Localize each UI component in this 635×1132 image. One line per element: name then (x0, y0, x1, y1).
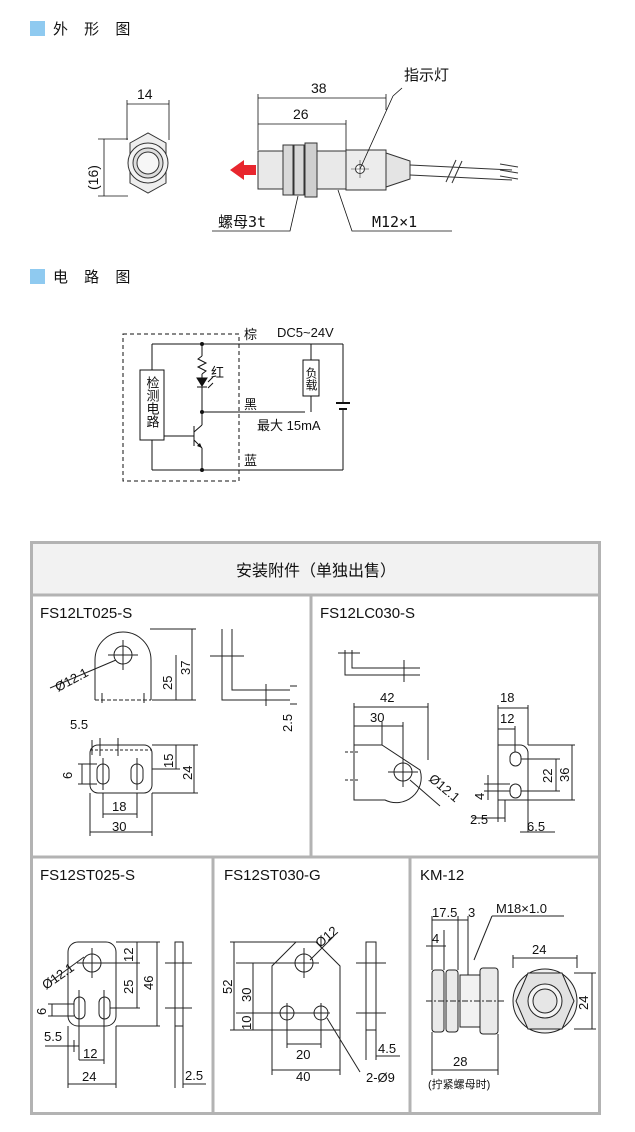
fs12st025-d8: 24 (82, 1069, 96, 1084)
fs12st025-d2: 12 (121, 948, 136, 962)
fs12lc-d5: 12 (500, 711, 514, 726)
fs12st025-d5: 6 (34, 1008, 49, 1015)
fs12st030-name: FS12ST030-G (224, 867, 321, 884)
km12-d5: 24 (532, 942, 546, 957)
fs12lc-d1: 42 (380, 690, 394, 705)
km12-name: KM-12 (420, 867, 464, 884)
fs12st030-d1: Ø12 (312, 923, 340, 950)
km12-d4: 4 (432, 931, 439, 946)
fs12lt-d2: 37 (178, 661, 193, 675)
fs12lc-d2: 30 (370, 710, 384, 725)
km12-d7: 28 (453, 1054, 467, 1069)
fs12lc-d7: 36 (557, 768, 572, 782)
fs12lc-d3: Ø12.1 (426, 771, 463, 805)
km12-d1: 17.5 (432, 905, 457, 920)
fs12lc-d4: 18 (500, 690, 514, 705)
fs12lt-d10: 30 (112, 819, 126, 834)
fs12lt-d8: 24 (180, 766, 195, 780)
fs12st030-d4: 10 (239, 1016, 254, 1030)
fs12lt-d4: 2.5 (280, 714, 295, 732)
led-red: 红 (211, 365, 224, 380)
accessories-panel (30, 541, 601, 1115)
fs12lc-d6: 22 (540, 769, 555, 783)
supply-voltage: DC5~24V (277, 325, 334, 340)
fs12lt-d7: 15 (161, 754, 176, 768)
wire-black: 黑 (244, 397, 257, 412)
fs12lc-d8: 4 (472, 793, 487, 800)
fs12st030-d3: 30 (239, 988, 254, 1002)
fs12st025-d3: 25 (121, 980, 136, 994)
outline-heading: 外 形 图 (30, 18, 136, 39)
fs12lt-d5: 5.5 (70, 717, 88, 732)
dim-total: 38 (311, 80, 327, 96)
fs12st030-d5: 20 (296, 1047, 310, 1062)
section-marker-icon (30, 269, 45, 284)
detect-label: 检测电路 (145, 376, 160, 428)
wire-blue: 蓝 (244, 453, 257, 468)
fs12st030-d8: 2-Ø9 (366, 1070, 395, 1085)
km12-d3: M18×1.0 (496, 901, 547, 916)
thread-label: M12×1 (372, 213, 417, 231)
fs12lt-name: FS12LT025-S (40, 605, 132, 622)
km12-d2: 3 (468, 905, 475, 920)
dim-thread: 26 (293, 106, 309, 122)
section-marker-icon (30, 21, 45, 36)
fs12st025-d9: 2.5 (185, 1068, 203, 1083)
fs12lt-d1: Ø12.1 (52, 665, 90, 695)
km12-d8: (拧紧螺母时) (428, 1077, 490, 1091)
fs12st025-d6: 5.5 (44, 1029, 62, 1044)
fs12st025-d1: Ø12.1 (39, 960, 77, 993)
fs12lt-d6: 6 (60, 772, 75, 779)
dim-height: (16) (85, 165, 101, 190)
indicator-label: 指示灯 (404, 67, 449, 84)
fs12st025-d4: 46 (141, 976, 156, 990)
fs12st030-d6: 40 (296, 1069, 310, 1084)
accessories-title: 安装附件（单独出售） (236, 562, 396, 580)
max-current: 最大 15mA (257, 418, 321, 433)
outline-title: 外 形 图 (53, 21, 137, 38)
fs12lc-name: FS12LC030-S (320, 605, 415, 622)
fs12st030-d2: 52 (220, 980, 235, 994)
fs12lc-d9: 2.5 (470, 812, 488, 827)
fs12lt-d3: 25 (160, 676, 175, 690)
direction-arrow-icon (230, 160, 256, 180)
wire-brown: 棕 (244, 327, 257, 342)
fs12st025-name: FS12ST025-S (40, 867, 135, 884)
fs12st030-d7: 4.5 (378, 1041, 396, 1056)
dim-width: 14 (137, 86, 153, 102)
outline-drawing: 14 (16) 38 26 指示灯 (85, 67, 519, 232)
nut-label: 螺母3t (218, 213, 266, 231)
hex-nut-front-view (127, 132, 169, 194)
circuit-title: 电 路 图 (53, 269, 137, 286)
load-label: 负载 (304, 367, 318, 392)
sensor-body (257, 142, 411, 198)
fs12lt-d9: 18 (112, 799, 126, 814)
fs12st025-d7: 12 (83, 1046, 97, 1061)
km12-d6: 24 (576, 996, 591, 1010)
fs12lc-d10: 6.5 (527, 819, 545, 834)
circuit-heading: 电 路 图 (30, 266, 136, 287)
circuit-diagram: 棕 DC5~24V 红 黑 最大 15mA 蓝 负载 检测电路 (122, 325, 350, 482)
